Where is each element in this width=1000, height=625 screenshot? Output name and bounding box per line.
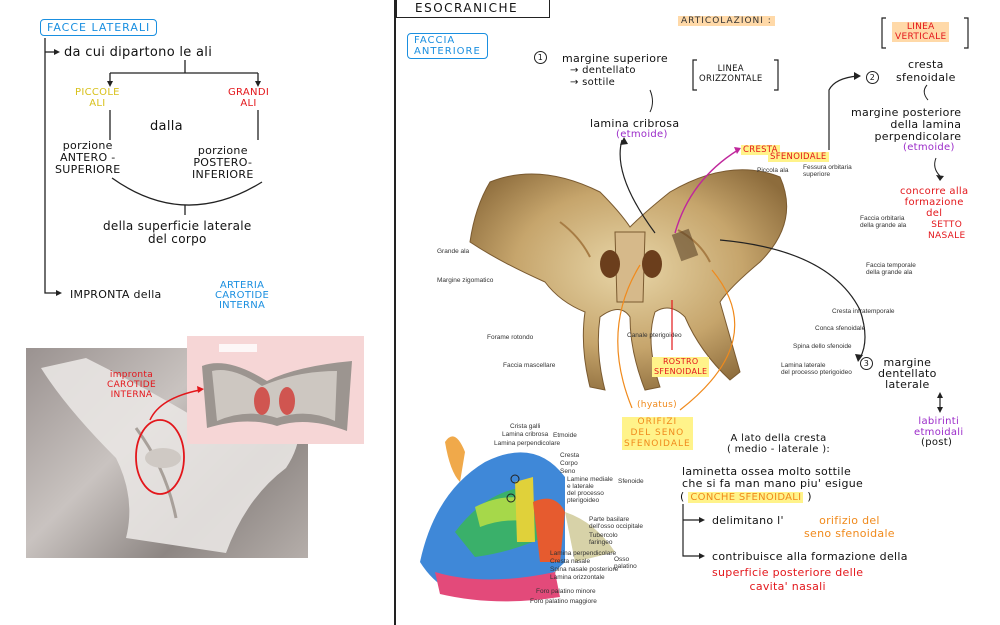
grandi-ali-label: GRANDI ALI (228, 87, 270, 109)
articolazioni-label: ARTICOLAZIONI : (678, 16, 775, 26)
margine-posteriore: margine posteriore della lamina perpendi… (851, 106, 962, 143)
contribuisce-text: contribuisce alla formazione della (712, 550, 908, 563)
labirinti-label: labirinti etmoidali (914, 416, 964, 438)
nyatus-label: (hyatus) (637, 400, 677, 410)
lbl-seno: Seno (560, 468, 576, 475)
cresta-label-2: SFENOIDALE (768, 152, 829, 162)
lbl-spina-nasale: Spina nasale posteriore (550, 566, 619, 573)
skull-photo (26, 348, 308, 558)
lbl-osso-palatino: Osso palatino (614, 556, 637, 570)
column-divider (394, 0, 396, 625)
num-2: 2 (866, 71, 879, 84)
lbl-lamina-perpendicolare: Lamina perpendicolare (494, 440, 561, 447)
lbl-cresta-infra: Cresta infratemporale (832, 308, 895, 315)
lbl-lamina-cribrosa: Lamina cribrosa (502, 431, 549, 438)
lbl-etmoide: Etmoide (553, 432, 577, 439)
superficie-posteriore: superficie posteriore delle cavita' nasa… (712, 566, 864, 593)
linea-orizzontale: LINEA ORIZZONTALE (699, 64, 763, 84)
lbl-foro-maggiore: Foro palatino maggiore (530, 598, 597, 605)
esocraniche-title: ESOCRANICHE (415, 1, 519, 15)
lbl-faccia-mascellare: Faccia mascellare (503, 362, 556, 369)
lbl-faccia-orbitaria: Faccia orbitaria della grande ala (860, 215, 907, 229)
conche-label: CONCHE SFENOIDALI (688, 492, 804, 503)
post-label: (post) (921, 437, 953, 448)
da-cui-text: da cui dipartono le ali (64, 45, 213, 60)
lbl-forame-rotondo: Forame rotondo (487, 334, 534, 341)
etmoide-2: (etmoide) (903, 142, 955, 153)
lbl-corpo: Corpo (560, 460, 578, 467)
lbl-fessura: Fessura orbitaria superiore (803, 164, 852, 178)
dalla-text: dalla (150, 119, 183, 134)
margine-dentellato-laterale: margine dentellato laterale (878, 356, 937, 391)
lamina-ossea-text: laminetta ossea molto sottile che si fa … (682, 465, 864, 490)
esocraniche-box (396, 0, 550, 18)
orifizio-text: orifizio del seno sfenoidale (804, 514, 895, 540)
lbl-spina: Spina dello sfenoide (793, 343, 852, 350)
nasal-cavity-illustration (415, 422, 640, 607)
delimitano-text: delimitano l' (712, 514, 784, 527)
lbl-tubercolo: Tubercolo faringeo (589, 532, 618, 546)
lbl-piccola-ala: Piccola ala (757, 167, 789, 174)
piccole-ali-label: PICCOLE ALI (75, 87, 120, 109)
porzione-postero: porzione POSTERO- INFERIORE (192, 144, 254, 181)
concorre: concorre alla formazione del (900, 186, 969, 219)
faccia-anteriore-box: FACCIA ANTERIORE (407, 33, 488, 59)
conche-line: ( CONCHE SFENOIDALI ) (680, 490, 812, 503)
lbl-crista-galli: Crista galli (510, 423, 541, 430)
lbl-lamine-mediale: Lamine mediale e laterale del processo p… (567, 476, 613, 504)
margine-superiore: margine superiore (562, 52, 668, 65)
cresta-label-1: CRESTA (741, 145, 780, 155)
lbl-faccia-temporale: Faccia temporale della grande ala (866, 262, 916, 276)
dentellato: → dentellato (570, 65, 636, 76)
rostro-label: ROSTRO SFENOIDALE (652, 357, 710, 377)
lbl-lamina-orizzontale: Lamina orizzontale (550, 574, 605, 581)
lbl-lamina-laterale: Lamina laterale del processo pterigoideo (781, 362, 852, 376)
a-lato-text: A lato della cresta ( medio - laterale )… (727, 433, 831, 455)
inset-photo (187, 336, 364, 444)
lbl-conca-sfenoidale: Conca sfenoidale (815, 325, 866, 332)
lbl-lamina-perp-2: Lamina perpendicolare (550, 550, 617, 557)
setto-nasale: SETTO NASALE (928, 220, 966, 241)
lbl-sfenoide: Sfenoide (618, 478, 644, 485)
impronta-text: IMPRONTA della (70, 288, 162, 301)
etmoide-1: (etmoide) (616, 129, 668, 140)
facce-laterali-box: FACCE LATERALI (40, 19, 158, 36)
lamina-cribrosa: lamina cribrosa (590, 117, 680, 130)
num-1: 1 (534, 51, 547, 64)
sottile: → sottile (570, 77, 616, 88)
superficie-text: della superficie laterale del corpo (103, 219, 252, 246)
lbl-parte-basilare: Parte basilare dell'osso occipitale (589, 516, 643, 530)
lbl-grande-ala: Grande ala (437, 248, 470, 255)
arteria-label: ARTERIA CAROTIDE INTERNA (215, 280, 270, 311)
porzione-antero: porzione ANTERO - SUPERIORE (55, 139, 121, 176)
lbl-cresta: Cresta (560, 452, 580, 459)
orifizi-label: ORIFIZI DEL SENO SFENOIDALE (622, 417, 693, 450)
lbl-cresta-nasale: Cresta nasale (550, 558, 591, 565)
lbl-foro-minore: Foro palatino minore (536, 588, 596, 595)
lbl-margine-zig: Margine zigomatico (437, 277, 494, 284)
num-3: 3 (860, 357, 873, 370)
linea-verticale-label: LINEA VERTICALE (892, 22, 950, 42)
lbl-canale-pterigoideo: Canale pterigoideo (627, 332, 682, 339)
cresta-sfenoidale-text: cresta sfenoidale (896, 58, 956, 84)
impronta-photo-label: impronta CAROTIDE INTERNA (107, 370, 156, 400)
sphenoid-illustration (430, 152, 830, 392)
